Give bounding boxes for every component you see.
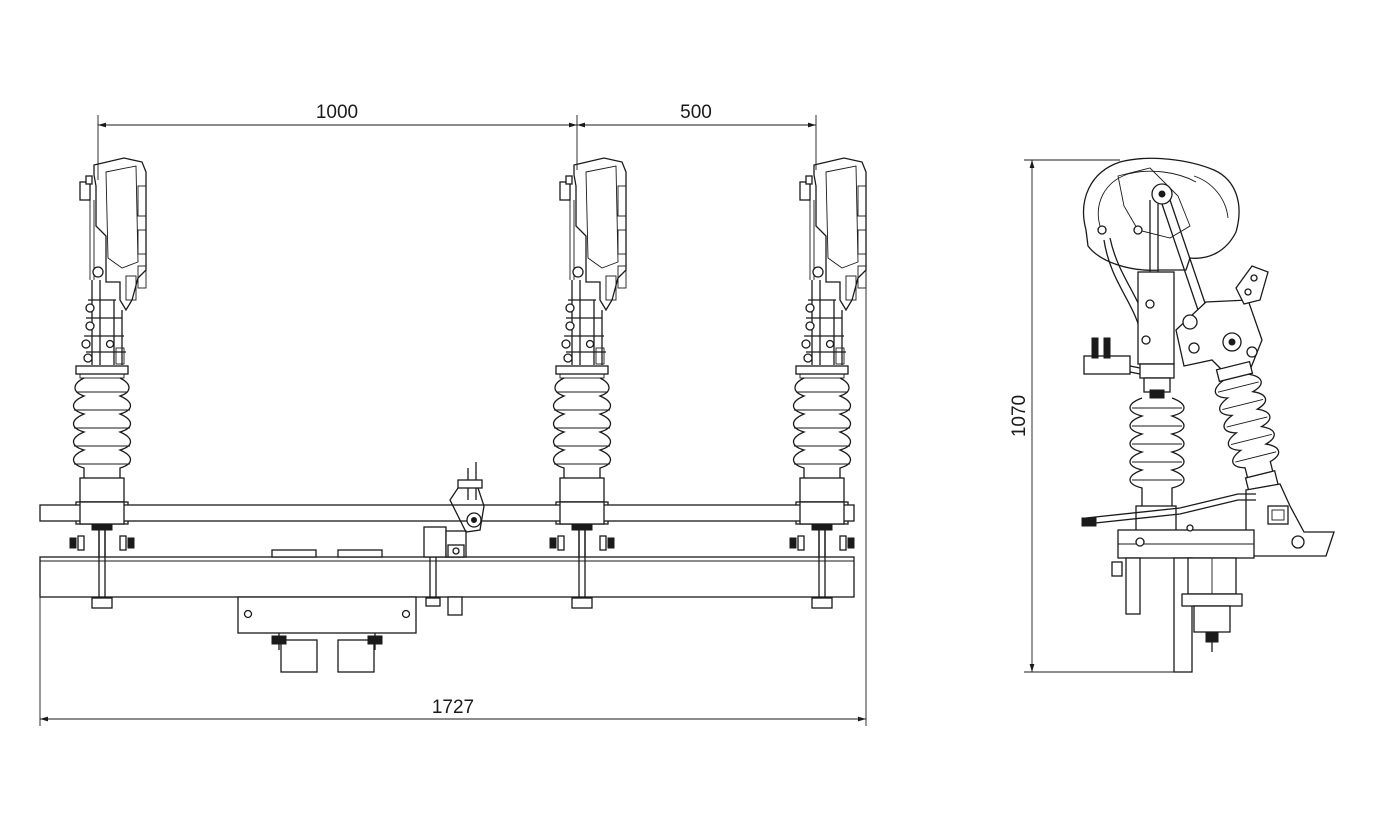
mounting-plate <box>237 596 417 634</box>
side-view: 1070 <box>1009 157 1335 673</box>
operating-bar <box>39 504 855 522</box>
dimension-1727: 1727 <box>432 697 474 718</box>
pole-right <box>789 157 867 607</box>
pole-center <box>549 157 627 607</box>
front-view: 1000 500 1727 <box>39 102 867 726</box>
drive-mechanism <box>423 462 485 616</box>
pole-left <box>69 157 147 607</box>
dimension-1000: 1000 <box>316 102 358 123</box>
contact-housing <box>1082 157 1240 271</box>
base-frame <box>39 556 855 598</box>
dimension-1070: 1070 <box>1009 395 1030 437</box>
dimension-500: 500 <box>680 102 712 123</box>
